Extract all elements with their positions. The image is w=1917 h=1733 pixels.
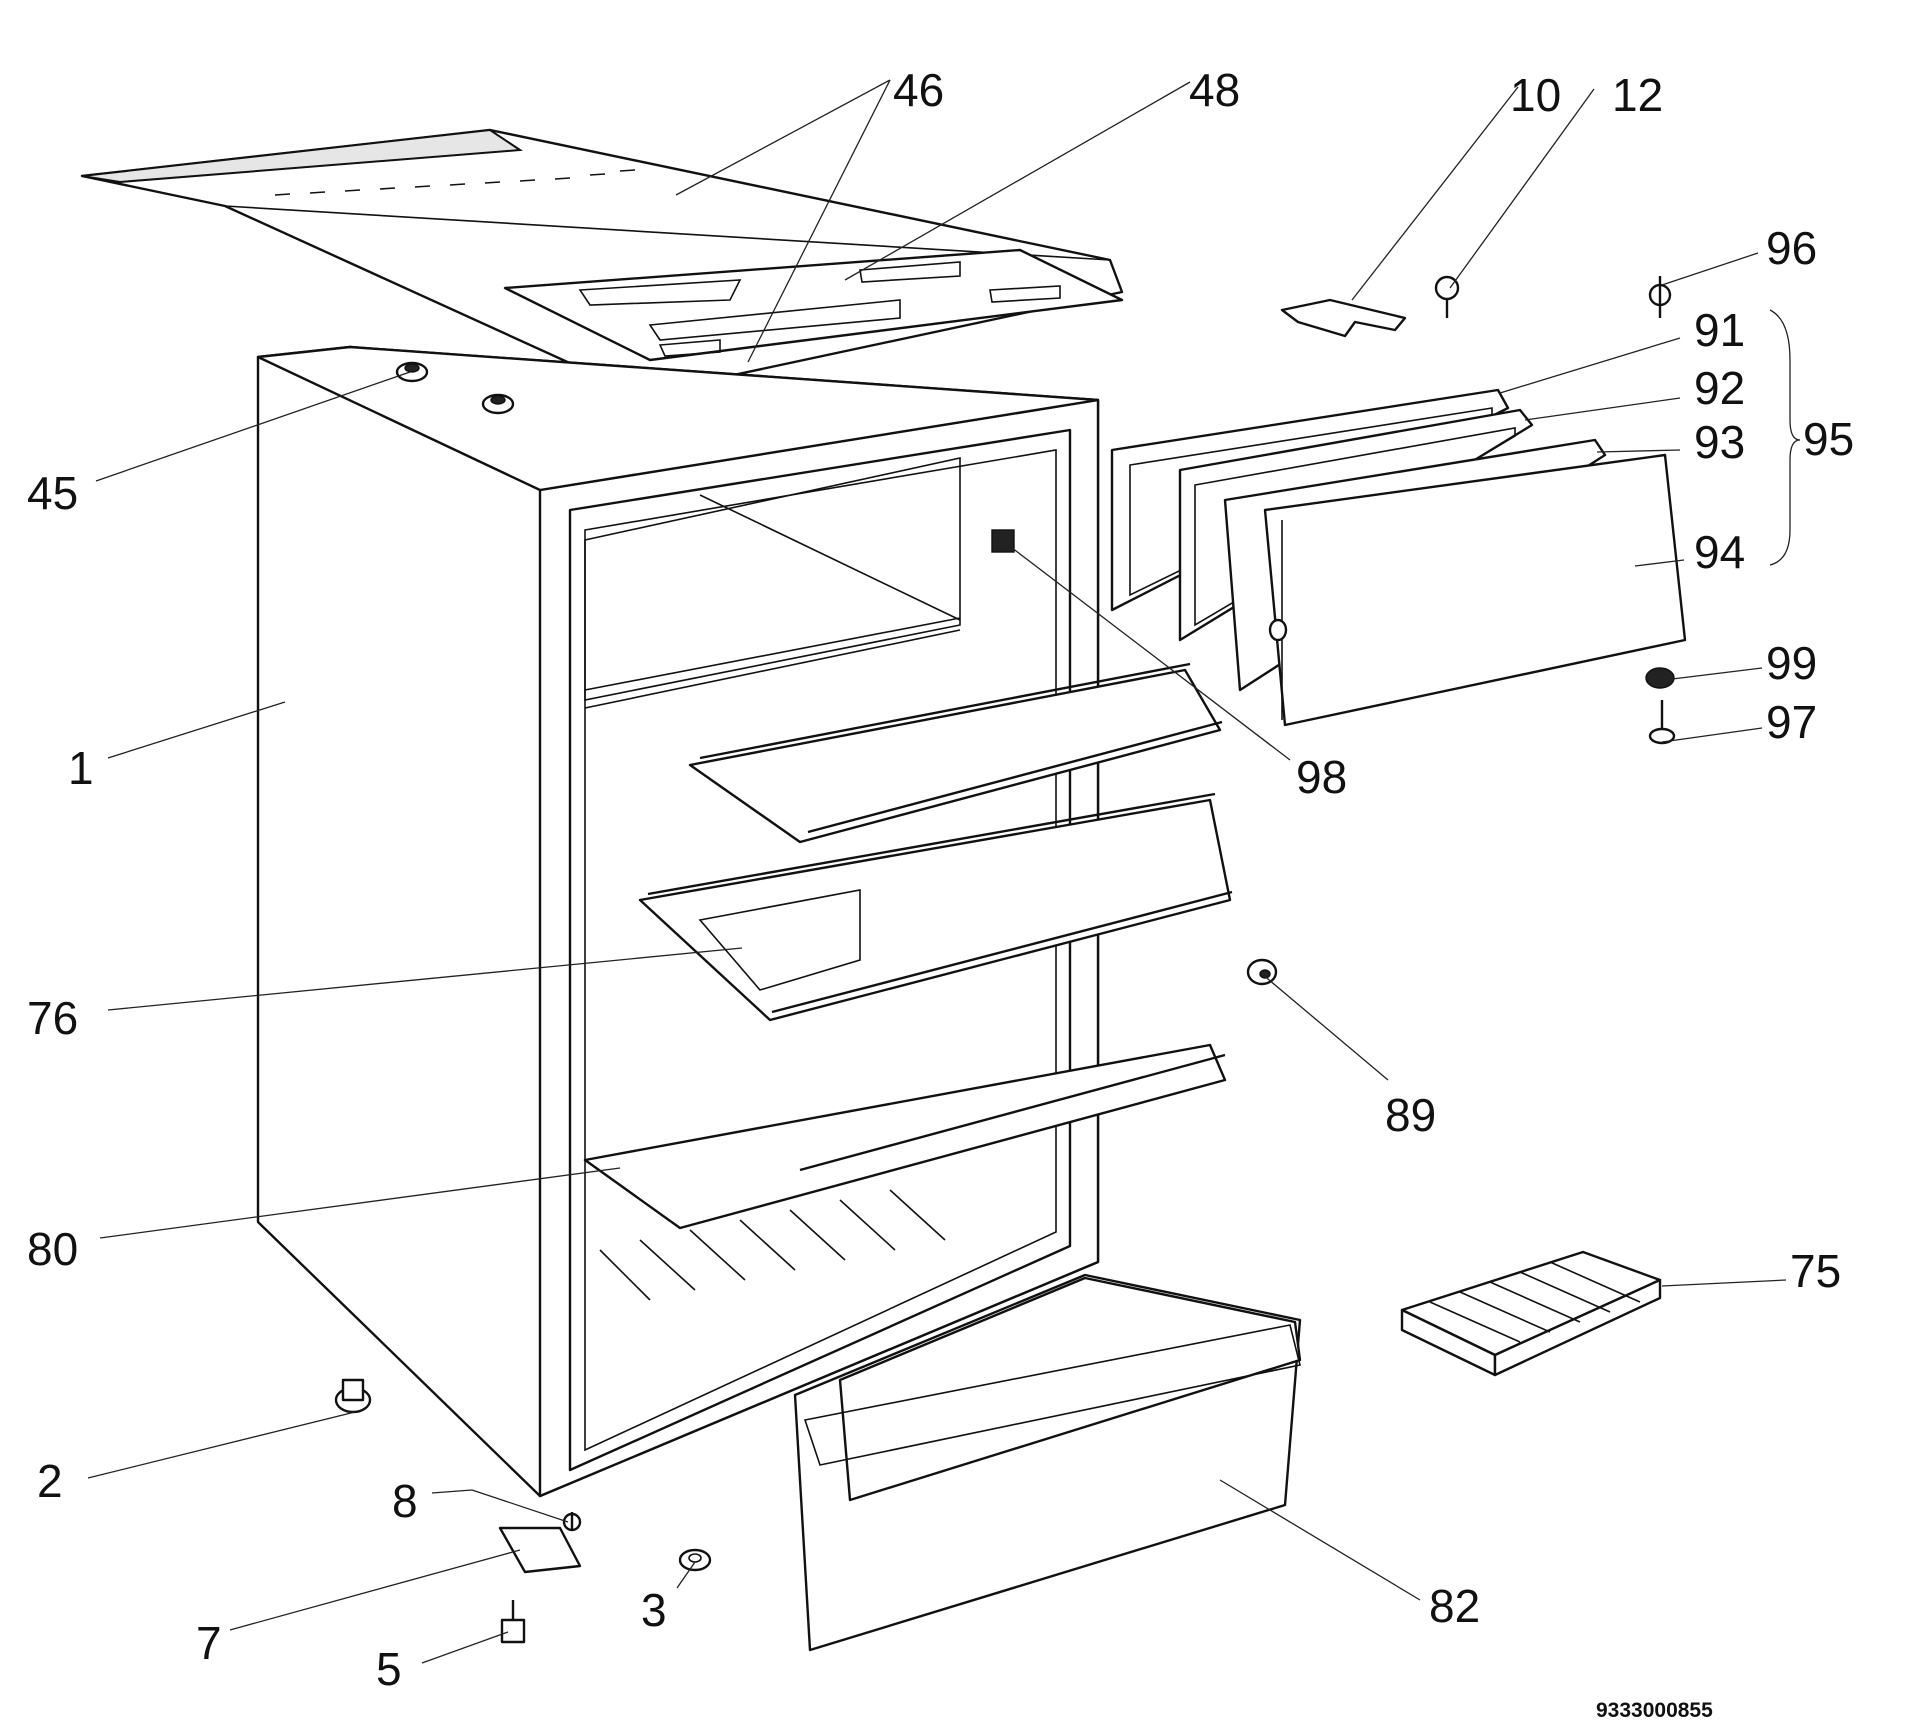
callout-75: 75 — [1790, 1245, 1841, 1297]
callout-5: 5 — [376, 1643, 402, 1695]
cover-vent-slots — [274, 169, 636, 196]
callout-82: 82 — [1429, 1580, 1480, 1632]
callout-93: 93 — [1694, 416, 1745, 468]
crisper-drawer — [793, 1273, 1302, 1652]
top-cover — [80, 128, 1124, 397]
callout-45: 45 — [27, 467, 78, 519]
callout-92: 92 — [1694, 362, 1745, 414]
shelf-middle — [638, 792, 1233, 1022]
callout-91: 91 — [1694, 304, 1745, 356]
callout-96: 96 — [1766, 222, 1817, 274]
part-code: 9333000855 — [1596, 1699, 1713, 1722]
callout-labels: 1 2 3 5 7 8 10 12 45 46 48 75 76 80 82 8… — [27, 64, 1854, 1695]
freezer-door-assembly — [1110, 388, 1687, 727]
leader-lines — [87, 79, 1801, 1664]
callout-2: 2 — [37, 1455, 63, 1507]
callout-89: 89 — [1385, 1089, 1436, 1141]
callout-98: 98 — [1296, 751, 1347, 803]
callout-10: 10 — [1510, 69, 1561, 121]
shelf-upper — [688, 662, 1223, 844]
callout-80: 80 — [27, 1223, 78, 1275]
callout-8: 8 — [392, 1475, 418, 1527]
callout-76: 76 — [27, 992, 78, 1044]
callout-94: 94 — [1694, 526, 1745, 578]
callout-7: 7 — [196, 1617, 222, 1669]
shelf-glass — [583, 1043, 1227, 1230]
ice-tray — [1400, 1250, 1662, 1377]
callout-95: 95 — [1803, 413, 1854, 465]
callout-46: 46 — [893, 64, 944, 116]
callout-97: 97 — [1766, 696, 1817, 748]
hardware-parts — [334, 275, 1676, 1644]
callout-48: 48 — [1189, 64, 1240, 116]
callout-1: 1 — [68, 742, 94, 794]
callout-99: 99 — [1766, 637, 1817, 689]
callout-3: 3 — [641, 1584, 667, 1636]
callout-12: 12 — [1612, 69, 1663, 121]
